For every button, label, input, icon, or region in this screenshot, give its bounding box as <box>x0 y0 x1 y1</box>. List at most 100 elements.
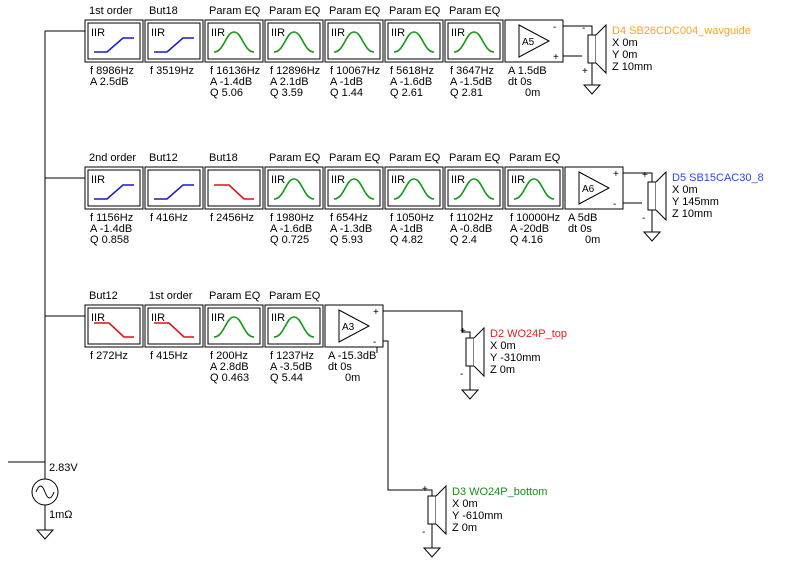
filter-block-title: Param EQ <box>269 152 321 164</box>
ground-symbol-source <box>35 529 55 540</box>
filter-block-title: 1st order <box>149 290 193 302</box>
filter-block-type: IIR <box>271 27 285 39</box>
speaker-polarity-bottom: - <box>422 527 425 538</box>
filter-response-curve <box>214 184 254 200</box>
filter-block-title: Param EQ <box>449 5 501 17</box>
filter-param: Q 5.06 <box>210 87 243 99</box>
filter-block-type: IIR <box>271 312 285 324</box>
filter-param: f 1237Hz <box>270 350 314 362</box>
speaker-polarity-top: + <box>460 326 466 337</box>
filter-param: A -1.6dB <box>390 76 432 88</box>
filter-block-title: 2nd order <box>89 152 136 164</box>
filter-response-curve <box>94 37 134 53</box>
filter-response-curve <box>94 184 134 200</box>
speaker-coord: Y -310mm <box>490 352 541 364</box>
source-impedance: 1mΩ <box>49 509 73 521</box>
filter-block-type: IIR <box>331 27 345 39</box>
amplifier-polarity-bottom: - <box>373 337 376 348</box>
filter-block-type: IIR <box>211 312 225 324</box>
voltage-source[interactable]: 2.83V 1mΩ <box>31 462 78 521</box>
source-voltage: 2.83V <box>49 462 78 474</box>
speaker-coord: X 0m <box>672 184 698 196</box>
amplifier-polarity-bottom: + <box>553 52 559 63</box>
filter-param: Q 0.463 <box>210 372 249 384</box>
amplifier-param: A -15.3dB <box>328 350 376 362</box>
amplifier-param: dt 0s <box>568 223 592 235</box>
filter-block-title: Param EQ <box>269 290 321 302</box>
filter-block-type: IIR <box>151 312 165 324</box>
filter-param: f 8986Hz <box>90 65 134 77</box>
amplifier-polarity-top: + <box>613 169 619 180</box>
filter-block-title: Param EQ <box>209 5 261 17</box>
amplifier-polarity-top: + <box>373 307 379 318</box>
speaker-coord: Y 145mm <box>672 196 719 208</box>
filter-param: f 16136Hz <box>210 65 260 77</box>
filter-param: A -20dB <box>510 223 549 235</box>
filter-block-type: IIR <box>151 27 165 39</box>
speaker-polarity-top: - <box>582 23 585 34</box>
filter-block-title: Param EQ <box>509 152 561 164</box>
filter-block-type: IIR <box>391 27 405 39</box>
ground-symbol <box>642 231 662 242</box>
filter-block-title: But18 <box>209 152 238 164</box>
filter-param: f 3647Hz <box>450 65 494 77</box>
filter-block-type: IIR <box>91 27 105 39</box>
speaker-name: D2 WO24P_top <box>490 328 567 340</box>
filter-block-title: But12 <box>149 152 178 164</box>
filter-param: A -1.4dB <box>90 223 132 235</box>
filter-param: f 654Hz <box>330 212 368 224</box>
filter-param: f 1156Hz <box>90 212 133 224</box>
speaker-coord: Z 10mm <box>672 208 712 220</box>
speaker-coord: X 0m <box>612 37 638 49</box>
amplifier-param: dt 0s <box>328 361 352 373</box>
filter-response-curve <box>273 178 315 200</box>
filter-param: f 5618Hz <box>390 65 434 77</box>
filter-response-curve <box>94 322 134 338</box>
speaker-coord: Z 0m <box>490 364 515 376</box>
filter-param: f 3519Hz <box>150 65 194 77</box>
amplifier-param: A 1.5dB <box>508 65 547 77</box>
filter-param: A -0.8dB <box>450 223 492 235</box>
filter-param: A 2.1dB <box>270 76 309 88</box>
amplifier-param: 0m <box>345 372 360 384</box>
filter-param: f 1980Hz <box>270 212 314 224</box>
filter-param: Q 2.81 <box>450 87 483 99</box>
filter-response-curve <box>213 316 255 338</box>
speaker-coord: Z 0m <box>452 522 477 534</box>
amplifier-param: 0m <box>525 87 540 99</box>
filter-block-type: IIR <box>511 174 525 186</box>
filter-param: Q 4.16 <box>510 234 543 246</box>
filter-param: A 2.8dB <box>210 361 249 373</box>
filter-response-curve <box>513 178 555 200</box>
